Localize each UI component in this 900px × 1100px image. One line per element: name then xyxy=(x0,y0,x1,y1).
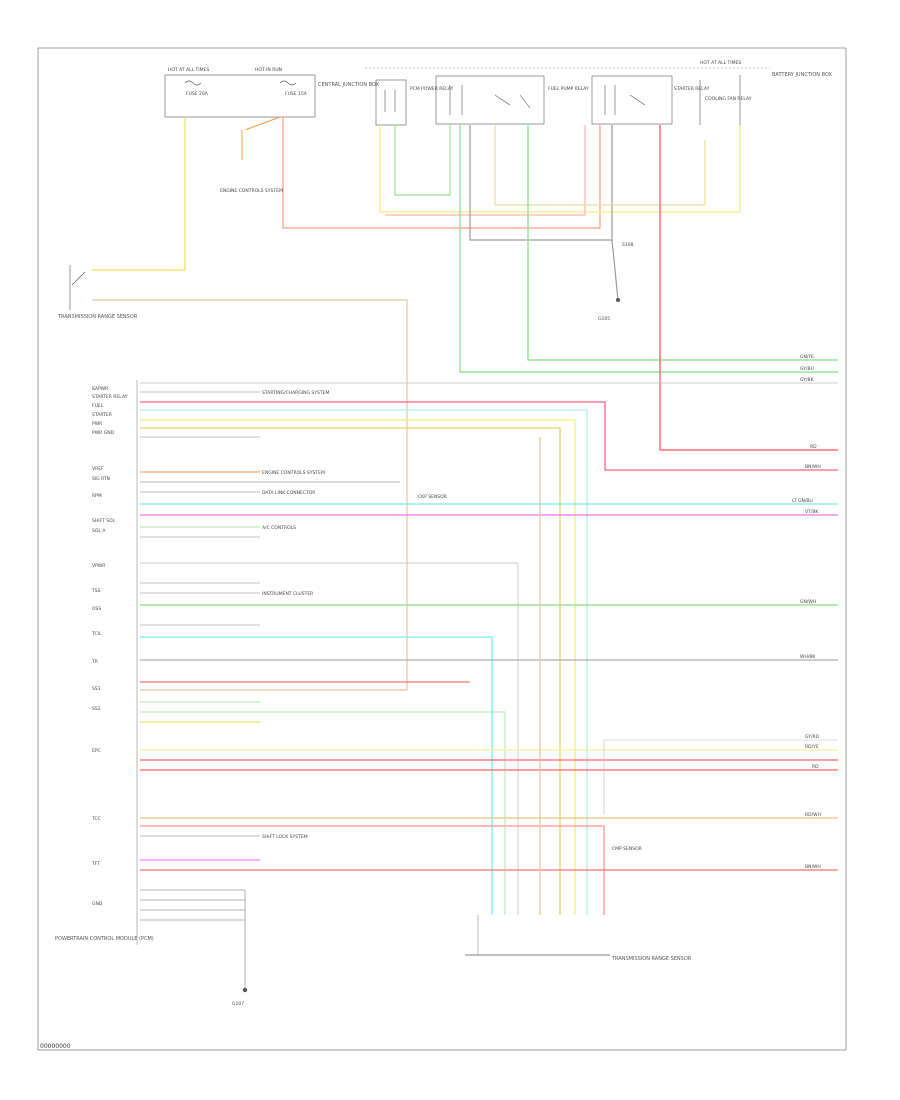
relay-1-box xyxy=(375,79,407,126)
tr-sensor-bottom-label: TRANSMISSION RANGE SENSOR xyxy=(611,956,692,962)
relay-3-box xyxy=(591,75,673,125)
g107-label: G107 xyxy=(232,1001,244,1007)
g105-ground: G105 xyxy=(598,298,620,322)
pcm-pin-label-11: VPWR xyxy=(92,563,105,569)
trans-range-sensor-left: TRANSMISSION RANGE SENSOR xyxy=(57,265,138,320)
cooling-fan-relay-label: COOLING FAN RELAY xyxy=(705,96,752,102)
hot-in-run-label: HOT IN RUN xyxy=(255,67,282,73)
cmp-sensor-label: CMP SENSOR xyxy=(612,846,642,852)
g107-ground: G107 xyxy=(232,987,248,1007)
pcm-pin-label-5: PWR GND xyxy=(92,430,115,436)
wire-color-right-11: WH/BK xyxy=(800,654,816,660)
wire-color-right-3: RD xyxy=(810,444,817,450)
tr-sensor-bottom: TRANSMISSION RANGE SENSOR CMP SENSOR CKP… xyxy=(418,494,692,962)
wire-gray-1 xyxy=(469,125,613,241)
wire-color-right-1: GN/YE xyxy=(800,354,814,360)
pcm-pin-label-17: SS2 xyxy=(92,706,101,712)
pcm-wires xyxy=(140,382,838,990)
wire-color-right-9: RD/YE xyxy=(805,744,819,750)
pcm-pin-label-4: PWR xyxy=(92,421,102,427)
wire-gray-s108 xyxy=(611,239,619,301)
pcm-pin-label-10: SOL A xyxy=(92,528,106,534)
pcm-pin-label-21: GND xyxy=(92,901,103,907)
pcm-pin-label-15: TR xyxy=(91,659,98,665)
right-wire-labels: GY/BK GN/YE GY/BU RD BN/WH LT GN/BU VT/B… xyxy=(792,354,821,870)
g105-label: G105 xyxy=(598,316,610,322)
s108-label: S108 xyxy=(622,242,634,248)
pcm-pin-label-1: STARTER RELAY xyxy=(92,394,128,400)
wire-yellow-fuse xyxy=(92,117,186,271)
wire-color-right-10: RD xyxy=(812,764,819,770)
trans-range-sensor-left-label: TRANSMISSION RANGE SENSOR xyxy=(57,314,138,320)
system-ref-5: SHIFT LOCK SYSTEM xyxy=(262,834,308,840)
pcm-pin-label-14: TCIL xyxy=(91,631,102,637)
wire-color-right-4: BN/WH xyxy=(805,464,821,470)
engine-controls-note: ENGINE CONTROLS SYSTEM xyxy=(220,188,283,194)
pcm-pin-label-12: TSS xyxy=(91,588,101,594)
pcm-pin-label-9: SHIFT SOL xyxy=(92,518,116,524)
system-ref-2: DATA LINK CONNECTOR xyxy=(262,490,315,496)
central-junction-box: HOT AT ALL TIMES HOT IN RUN CENTRAL JUNC… xyxy=(164,67,380,118)
relay-2-label: FUEL PUMP RELAY xyxy=(548,86,589,92)
wire-green-1 xyxy=(394,125,451,196)
system-ref-4: INSTRUMENT CLUSTER xyxy=(262,591,313,597)
relay-3-label: STARTER RELAY xyxy=(674,86,710,92)
system-ref-3: A/C CONTROLS xyxy=(262,525,296,531)
battery-junction-box: HOT AT ALL TIMES BATTERY JUNCTION BOX PC… xyxy=(365,60,833,126)
wire-green-long-2 xyxy=(527,125,838,361)
system-ref-0: STARTING/CHARGING SYSTEM xyxy=(262,390,329,396)
pcm-pin-label-7: SIG RTN xyxy=(92,476,110,482)
pcm-label: POWERTRAIN CONTROL MODULE (PCM) xyxy=(55,936,154,942)
relay-1-label: PCM POWER RELAY xyxy=(410,86,454,92)
page-id: 00000000 xyxy=(40,1043,71,1050)
pcm-pin-label-13: OSS xyxy=(92,606,101,612)
battery-junction-box-label: BATTERY JUNCTION BOX xyxy=(772,72,833,78)
pcm-pin-label-19: TCC xyxy=(91,816,101,822)
fuse-right-label: FUSE 15A xyxy=(285,91,308,97)
pcm-pin-label-8: RPM xyxy=(92,493,102,499)
pcm-pin-label-3: STARTER xyxy=(92,412,112,418)
wire-color-right-2: GY/BU xyxy=(800,366,814,372)
pcm-pin-label-0: KAPWR xyxy=(92,386,108,392)
wire-color-right-6: VT/BK xyxy=(805,509,819,515)
wire-salmon-loop xyxy=(282,117,601,229)
relay-2-box xyxy=(435,75,545,125)
wire-red-long xyxy=(659,125,838,451)
pcm-pin-label-20: TFT xyxy=(91,861,100,867)
fuse-left-label: FUSE 20A xyxy=(186,91,209,97)
wire-green-long-1 xyxy=(459,125,838,373)
wire-color-right-7: GN/WH xyxy=(800,599,816,605)
central-junction-box-label: CENTRAL JUNCTION BOX xyxy=(318,82,380,88)
diagram-frame xyxy=(37,47,847,1051)
wire-tan-trs xyxy=(92,299,408,691)
system-refs: STARTING/CHARGING SYSTEM ENGINE CONTROLS… xyxy=(262,390,329,840)
wire-yellow-harness xyxy=(379,125,741,213)
hot-at-all-times-left-label: HOT AT ALL TIMES xyxy=(168,67,209,73)
wire-color-right-8: GY/RD xyxy=(805,734,820,740)
pcm-pin-label-18: EPC xyxy=(92,748,101,754)
wire-yellow-2 xyxy=(494,125,706,206)
wire-pink-1 xyxy=(385,125,586,216)
pcm-pins: KAPWR STARTER RELAY FUEL STARTER PWR PWR… xyxy=(91,380,138,945)
wire-orange-hotinrun xyxy=(244,116,281,131)
wire-color-right-0: GY/BK xyxy=(800,377,815,383)
wire-color-right-5: LT GN/BU xyxy=(792,498,813,504)
system-ref-1: ENGINE CONTROLS SYSTEM xyxy=(262,470,325,476)
wire-color-right-13: BN/WH xyxy=(805,864,821,870)
top-wires xyxy=(92,116,838,451)
hot-at-all-times-right-label: HOT AT ALL TIMES xyxy=(700,60,741,66)
wire-color-right-12: RD/WH xyxy=(805,812,821,818)
pcm-pin-label-16: SS1 xyxy=(92,686,101,692)
pcm-pin-label-6: VREF xyxy=(92,466,104,472)
ckp-sensor-label: CKP SENSOR xyxy=(418,494,447,500)
pcm-pin-label-2: FUEL xyxy=(92,403,104,409)
